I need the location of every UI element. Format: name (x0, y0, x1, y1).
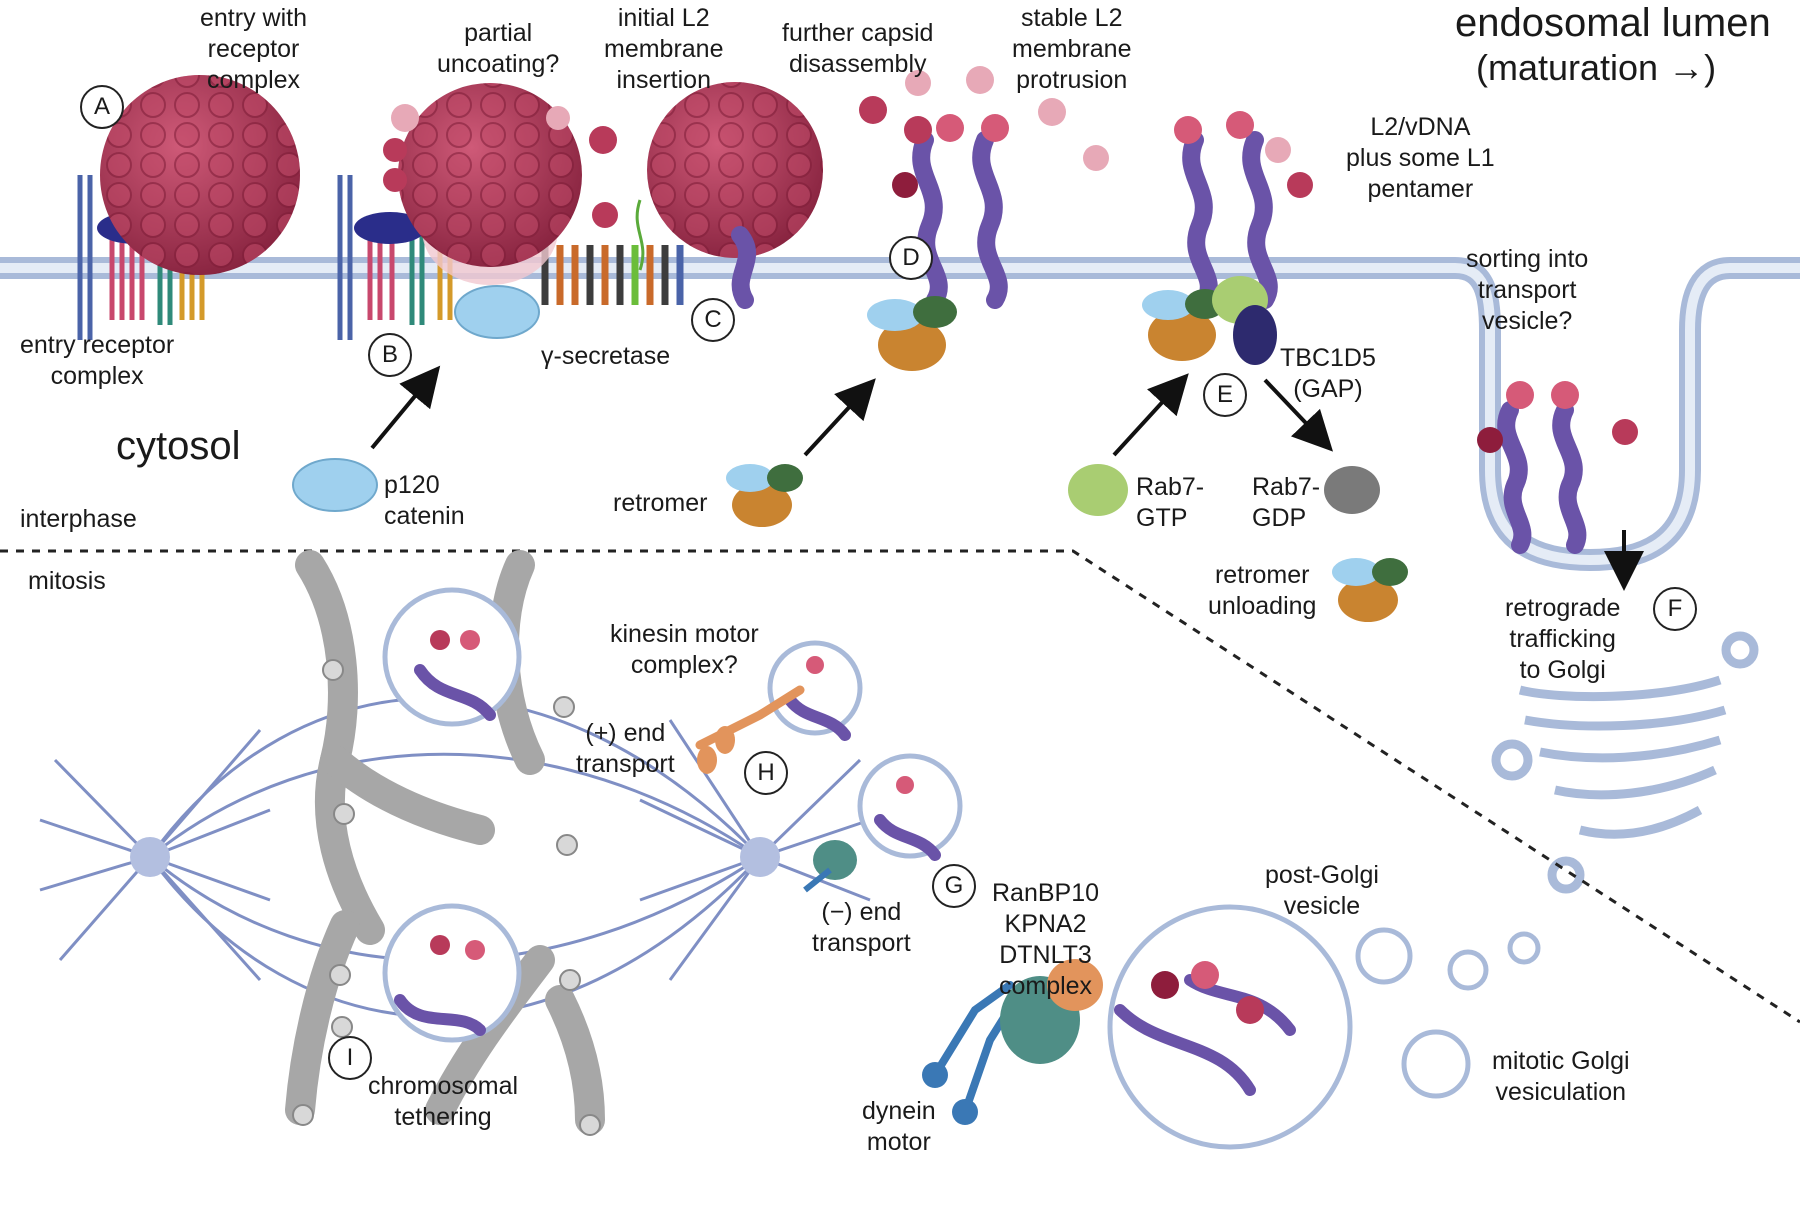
p120-catenin-shapes (292, 285, 540, 512)
label-retromer: retromer (613, 489, 708, 517)
label-gamma-secretase: γ-secretase (541, 342, 671, 370)
label-tbc1d5: TBC1D5(GAP) (1280, 344, 1376, 403)
plasma-membrane (0, 257, 1800, 571)
step-marker-c: C (691, 298, 735, 342)
label-interphase: interphase (20, 505, 137, 533)
retromer-complexes (726, 276, 1408, 622)
step-marker-b: B (368, 333, 412, 377)
step-marker-a: A (80, 85, 124, 129)
step-marker-f: F (1653, 587, 1697, 631)
label-endosomal-lumen: endosomal lumen (1455, 1, 1771, 45)
chromosome-kinetochores (292, 659, 601, 1136)
capsid-b (398, 83, 582, 285)
arrows (370, 365, 1644, 591)
gamma-secretase (541, 199, 684, 305)
l2-vdna-complexes (731, 131, 1587, 554)
kinesin-motor (695, 685, 805, 774)
free-pentamers (383, 66, 1109, 228)
golgi-apparatus (1491, 631, 1759, 894)
vesicle-pentamers (430, 630, 1264, 1024)
vesicle-l2-cargo (394, 664, 1296, 1096)
label-cytosol: cytosol (116, 424, 241, 468)
label-rab7-gtp: Rab7-GTP (1136, 473, 1205, 532)
step-marker-g: G (932, 864, 976, 908)
capsid-a (100, 75, 300, 275)
l2-pentamer-heads (892, 111, 1638, 453)
step-marker-e: E (1203, 373, 1247, 417)
interphase-mitosis-divider (0, 549, 1800, 1024)
step-marker-d: D (889, 236, 933, 280)
label-maturation: (maturation →) (1476, 47, 1717, 88)
capsid-c (647, 82, 823, 258)
centrosome-right (740, 837, 780, 877)
step-marker-i: I (328, 1036, 372, 1080)
label-mitosis: mitosis (28, 567, 106, 595)
centrosome-left (130, 837, 170, 877)
step-marker-h: H (744, 751, 788, 795)
label-rab7-gdp: Rab7-GDP (1252, 473, 1321, 532)
dynein-motor-shape (803, 840, 1103, 1125)
